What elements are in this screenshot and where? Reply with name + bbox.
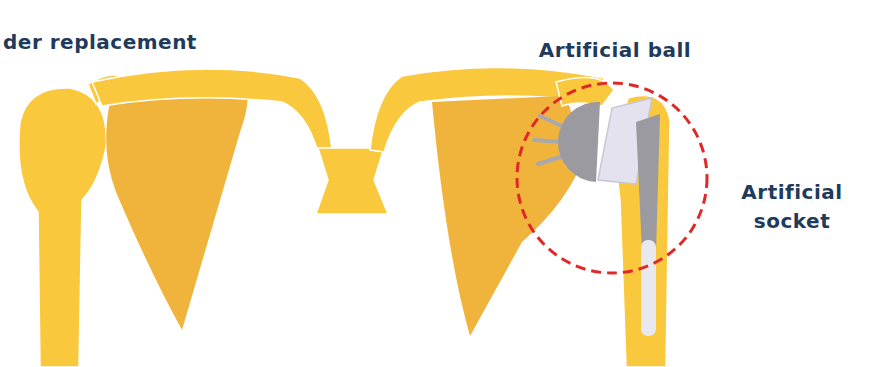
implant-stem [636,114,660,252]
artificial-ball [558,102,600,182]
humerus [19,88,107,367]
clavicle [92,69,332,152]
part-label: Artificial ball [530,36,700,65]
sternum [316,148,388,214]
part-label: Artificial socket [728,178,856,236]
title: der replacement [3,28,197,57]
highlight-circle [517,83,707,273]
scapula [106,82,247,330]
implant-stem [641,240,656,336]
